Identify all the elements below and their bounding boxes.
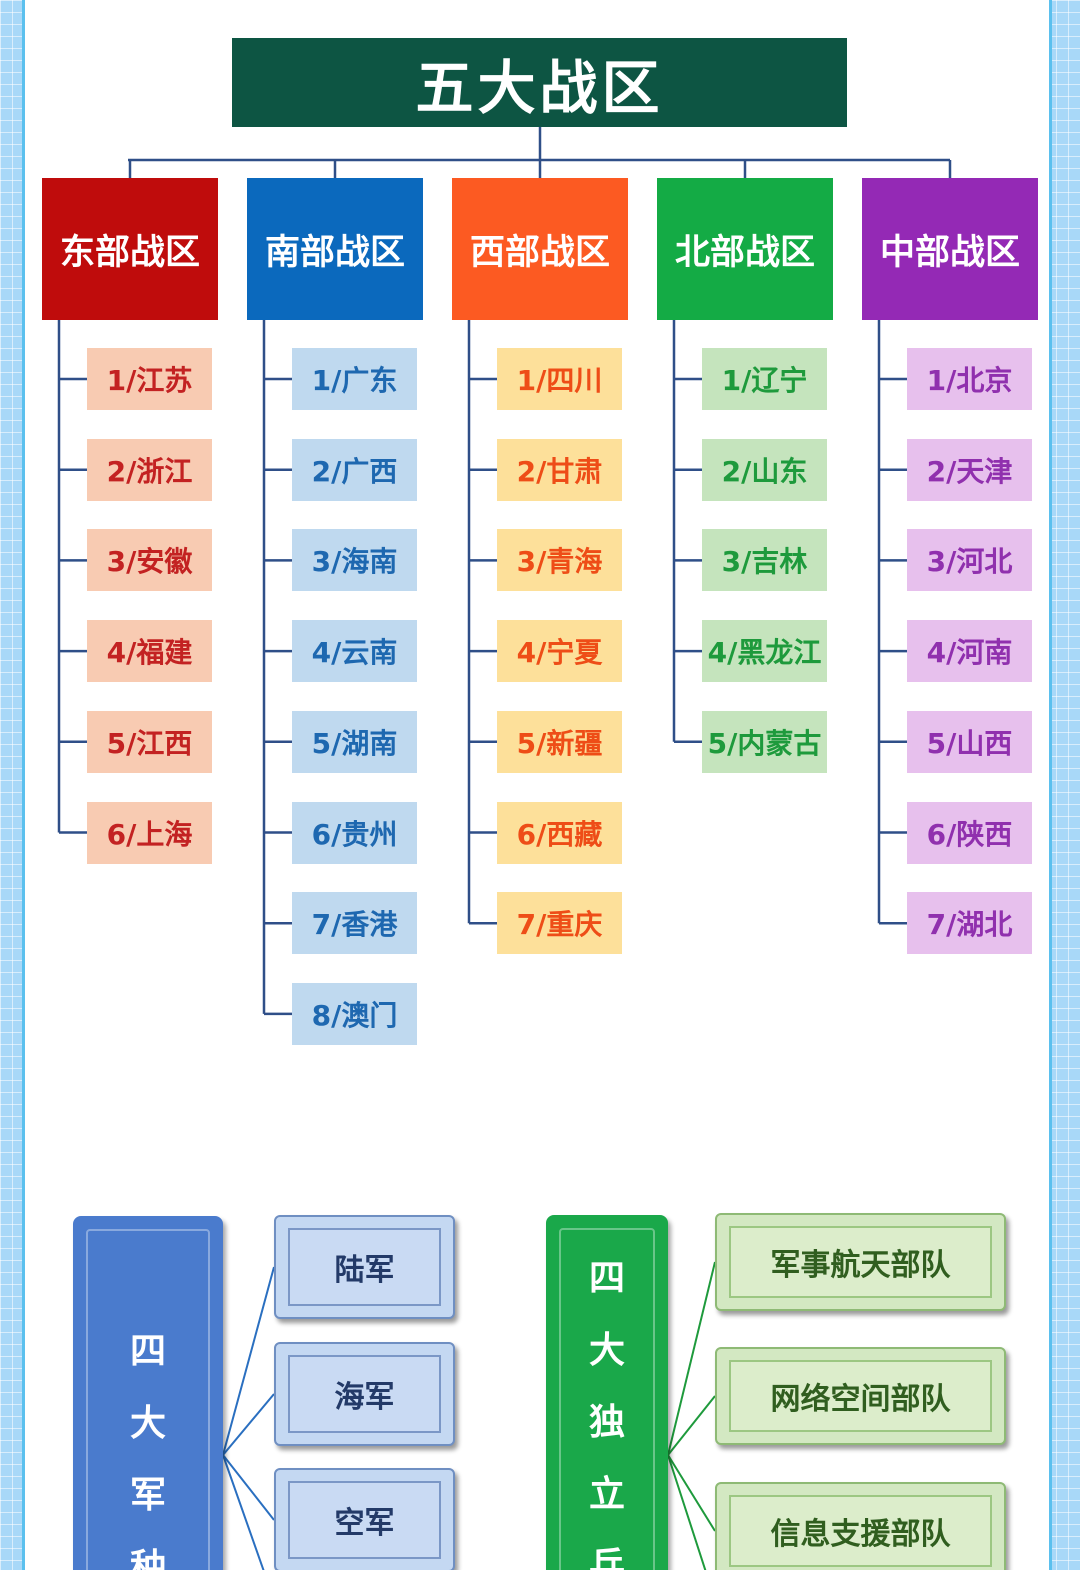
province-item: 4/河南 [907,620,1032,683]
label-char: 大 [129,1403,166,1444]
service-connector [222,1393,275,1456]
province-item: 2/浙江 [87,438,212,501]
label-char: 立 [588,1474,625,1515]
province-item: 7/香港 [292,892,417,955]
independent-arm-label: 军事航天部队 [729,1226,992,1298]
independent-arm-label: 信息支援部队 [729,1495,992,1567]
province-item: 7/重庆 [497,892,622,955]
independent-arm-label: 网络空间部队 [729,1360,992,1432]
service-box: 陆军 [274,1215,455,1319]
province-item: 6/西藏 [497,801,622,864]
independent-connector [667,1454,716,1532]
label-char: 军 [129,1475,166,1516]
province-item: 5/内蒙古 [702,710,827,773]
province-item: 3/青海 [497,529,622,592]
province-item: 6/贵州 [292,801,417,864]
zone-header: 南部战区 [247,178,423,320]
province-item: 1/北京 [907,348,1032,410]
independent-arm-box: 网络空间部队 [715,1347,1006,1445]
independent-connector [667,1395,716,1456]
label-char: 独 [588,1402,625,1443]
main-title: 五大战区 [232,38,847,127]
province-item: 7/湖北 [907,892,1032,955]
four-independent-arms-label: 四大独立兵 [546,1215,668,1570]
zone-header: 东部战区 [42,178,218,320]
province-item: 4/云南 [292,620,417,683]
province-item: 2/山东 [702,438,827,501]
province-item: 5/新疆 [497,710,622,773]
province-item: 1/广东 [292,348,417,410]
province-item: 1/辽宁 [702,348,827,410]
zone-header: 中部战区 [862,178,1038,320]
province-item: 3/河北 [907,529,1032,592]
zone-header: 北部战区 [657,178,833,320]
service-connector [222,1454,265,1570]
province-item: 5/湖南 [292,710,417,773]
province-item: 8/澳门 [292,982,417,1045]
independent-arm-box: 信息支援部队 [715,1482,1006,1570]
province-item: 4/黑龙江 [702,620,827,683]
service-label: 海军 [288,1355,441,1433]
service-box: 海军 [274,1342,455,1446]
province-item: 5/江西 [87,710,212,773]
province-item: 6/上海 [87,801,212,864]
service-connector [222,1454,275,1521]
province-item: 2/广西 [292,438,417,501]
label-char: 兵 [588,1546,625,1570]
province-item: 6/陕西 [907,801,1032,864]
province-item: 5/山西 [907,710,1032,773]
province-item: 3/海南 [292,529,417,592]
independent-connector [667,1454,707,1570]
province-item: 3/安徽 [87,529,212,592]
service-box: 空军 [274,1468,455,1570]
province-item: 1/四川 [497,348,622,410]
province-item: 3/吉林 [702,529,827,592]
province-item: 4/宁夏 [497,620,622,683]
service-label: 空军 [288,1481,441,1559]
province-item: 4/福建 [87,620,212,683]
service-label: 陆军 [288,1228,441,1306]
label-char: 四 [129,1331,166,1372]
zone-header: 西部战区 [452,178,628,320]
province-item: 1/江苏 [87,348,212,410]
label-char: 大 [588,1330,625,1371]
province-item: 2/甘肃 [497,438,622,501]
label-char: 种 [129,1547,166,1570]
service-connector [222,1266,275,1456]
independent-connector [667,1261,716,1456]
independent-arm-box: 军事航天部队 [715,1213,1006,1311]
province-item: 2/天津 [907,438,1032,501]
four-services-label: 四大军种 [73,1216,223,1570]
label-char: 四 [588,1258,625,1299]
